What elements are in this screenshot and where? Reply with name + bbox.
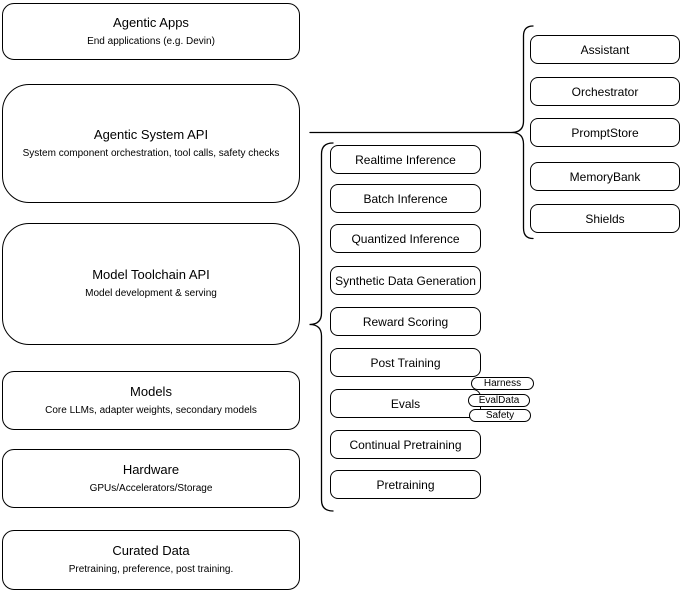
service-reward-scoring: Reward Scoring bbox=[330, 307, 481, 336]
service-evals-label: Evals bbox=[390, 396, 421, 411]
node-model-toolchain-api: Model Toolchain API Model development & … bbox=[2, 223, 300, 345]
tag-harness: Harness bbox=[471, 377, 534, 390]
component-orchestrator: Orchestrator bbox=[530, 77, 680, 106]
node-models: Models Core LLMs, adapter weights, secon… bbox=[2, 371, 300, 430]
component-orchestrator-label: Orchestrator bbox=[571, 84, 639, 99]
tag-safety: Safety bbox=[469, 409, 531, 422]
node-agentic-apps-subtitle: End applications (e.g. Devin) bbox=[87, 35, 215, 47]
component-shields: Shields bbox=[530, 204, 680, 233]
node-model-toolchain-api-title: Model Toolchain API bbox=[92, 267, 210, 283]
tag-evaldata: EvalData bbox=[468, 394, 530, 407]
service-synthetic-data-generation-label: Synthetic Data Generation bbox=[335, 273, 476, 288]
node-hardware-title: Hardware bbox=[122, 461, 180, 477]
service-quantized-inference: Quantized Inference bbox=[330, 224, 481, 253]
service-reward-scoring-label: Reward Scoring bbox=[362, 314, 449, 329]
node-agentic-apps: Agentic Apps End applications (e.g. Devi… bbox=[2, 3, 300, 60]
component-promptstore-label: PromptStore bbox=[571, 125, 639, 140]
tag-evaldata-label: EvalData bbox=[478, 394, 520, 406]
service-pretraining: Pretraining bbox=[330, 470, 481, 499]
service-post-training-label: Post Training bbox=[370, 355, 441, 370]
tag-harness-label: Harness bbox=[483, 377, 522, 389]
service-batch-inference: Batch Inference bbox=[330, 184, 481, 213]
component-assistant-label: Assistant bbox=[580, 42, 630, 57]
service-post-training: Post Training bbox=[330, 348, 481, 377]
node-hardware: Hardware GPUs/Accelerators/Storage bbox=[2, 449, 300, 508]
service-continual-pretraining: Continual Pretraining bbox=[330, 430, 481, 459]
component-assistant: Assistant bbox=[530, 35, 680, 64]
component-memorybank-label: MemoryBank bbox=[569, 169, 641, 184]
service-batch-inference-label: Batch Inference bbox=[363, 191, 448, 206]
node-curated-data: Curated Data Pretraining, preference, po… bbox=[2, 530, 300, 590]
component-memorybank: MemoryBank bbox=[530, 162, 680, 191]
service-synthetic-data-generation: Synthetic Data Generation bbox=[330, 266, 481, 295]
component-shields-label: Shields bbox=[585, 211, 625, 226]
node-curated-data-title: Curated Data bbox=[112, 543, 190, 559]
node-model-toolchain-api-subtitle: Model development & serving bbox=[85, 288, 217, 300]
node-agentic-system-api-subtitle: System component orchestration, tool cal… bbox=[22, 147, 280, 159]
node-hardware-subtitle: GPUs/Accelerators/Storage bbox=[89, 482, 213, 494]
service-continual-pretraining-label: Continual Pretraining bbox=[349, 437, 462, 452]
service-realtime-inference: Realtime Inference bbox=[330, 145, 481, 174]
node-agentic-system-api-title: Agentic System API bbox=[93, 126, 209, 142]
node-models-subtitle: Core LLMs, adapter weights, secondary mo… bbox=[45, 404, 257, 416]
service-realtime-inference-label: Realtime Inference bbox=[355, 152, 456, 167]
node-agentic-system-api: Agentic System API System component orch… bbox=[2, 84, 300, 203]
node-curated-data-subtitle: Pretraining, preference, post training. bbox=[68, 564, 234, 576]
service-pretraining-label: Pretraining bbox=[376, 477, 435, 492]
service-quantized-inference-label: Quantized Inference bbox=[351, 231, 460, 246]
component-promptstore: PromptStore bbox=[530, 118, 680, 147]
service-evals: Evals bbox=[330, 389, 481, 418]
tag-safety-label: Safety bbox=[485, 409, 515, 421]
node-agentic-apps-title: Agentic Apps bbox=[113, 14, 189, 30]
node-models-title: Models bbox=[130, 383, 172, 399]
